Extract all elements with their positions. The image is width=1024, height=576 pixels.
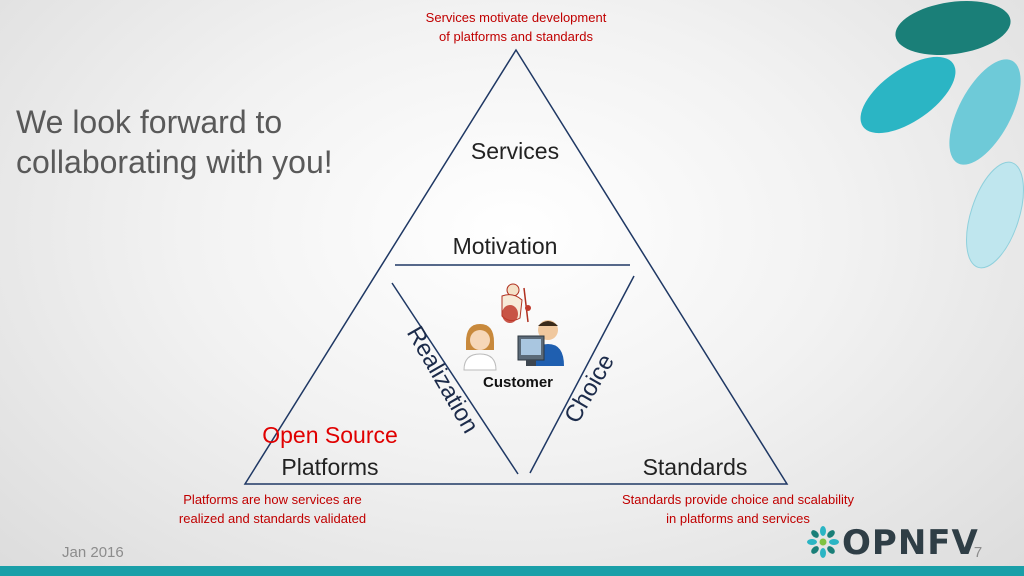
realization-divider [391,282,519,475]
right-note-line-2: in platforms and services [666,511,810,526]
opnfv-logo-icon [807,526,839,558]
open-source-label: Open Source [262,422,398,448]
woman-avatar-icon [463,324,497,371]
left-note-line-1: Platforms are how services are [183,492,362,507]
customer-illustration [463,283,564,371]
leaf-teal [860,56,956,134]
headline-line-2: collaborating with you! [16,144,333,180]
left-note-line-2: realized and standards validated [178,511,367,526]
leaf-light-blue [966,161,1024,269]
decorative-leaves [860,1,1024,269]
top-note-line-2: of platforms and standards [439,29,593,44]
page-number: 7 [973,544,983,561]
headline-line-1: We look forward to [16,104,283,140]
opnfv-logo-text: OPNFV [842,523,979,563]
footer-date: Jan 2016 [62,544,124,561]
outer-triangle [243,48,789,485]
top-note-line-1: Services motivate development [425,10,607,25]
top-note: Services motivate development of platfor… [376,8,656,46]
motivation-label: Motivation [452,233,558,259]
leaf-dark-teal [895,1,1011,55]
right-note-line-1: Standards provide choice and scalability [622,492,854,507]
musician-icon [501,283,531,323]
platforms-label: Platforms [281,454,379,480]
right-note: Standards provide choice and scalability… [598,490,878,528]
leaf-mid-blue [949,59,1021,165]
left-note: Platforms are how services are realized … [140,490,405,528]
customer-label: Customer [482,374,553,391]
man-computer-icon [517,320,564,366]
services-label: Services [470,138,560,164]
choice-divider [529,275,635,474]
bottom-bar [0,566,1024,576]
headline: We look forward to collaborating with yo… [16,102,333,182]
standards-label: Standards [642,454,748,480]
